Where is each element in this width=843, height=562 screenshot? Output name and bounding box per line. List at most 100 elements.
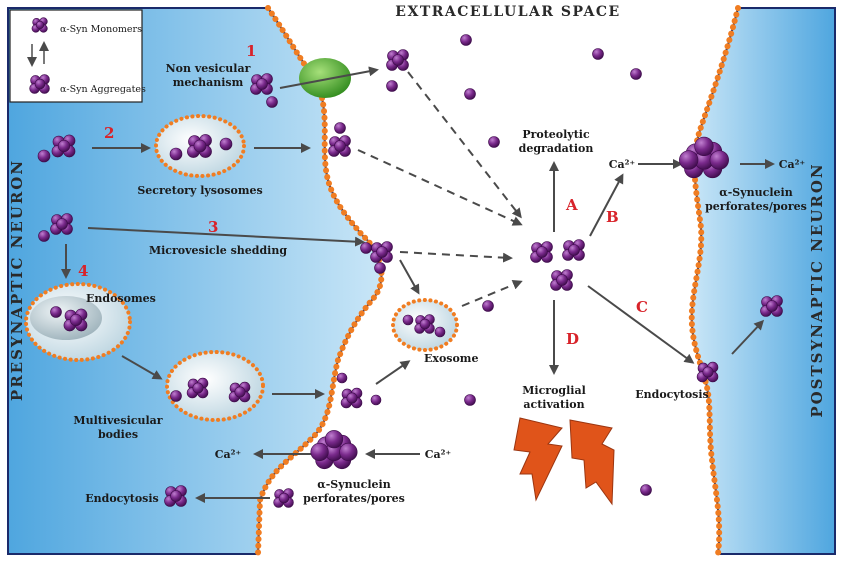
pores-pre-label-1: α-Synuclein [317, 478, 390, 491]
arrow-microvesicle-to-exosome [399, 259, 420, 295]
monomer-sphere [360, 242, 372, 254]
aggregate-sphere [56, 218, 68, 230]
postsynaptic-neuron-label: POSTSYNAPTIC NEURON [808, 162, 826, 417]
ca-pre-right-label: Ca²⁺ [425, 448, 452, 461]
arrow-to-exosome-out [375, 360, 411, 385]
aggregate-sphere [35, 20, 45, 30]
monomer-sphere [386, 80, 398, 92]
step-B: B [606, 208, 619, 226]
aggregate-microvesicle [370, 241, 393, 263]
step-C: C [636, 298, 648, 316]
monomer-sphere [630, 68, 642, 80]
aggregate-3-source [50, 213, 73, 235]
monomer-sphere [482, 300, 494, 312]
multivesicular-body [165, 350, 265, 422]
aggregate-sphere [709, 150, 729, 170]
aggregate-sphere [392, 54, 404, 66]
ca-pre-left-label: Ca²⁺ [215, 448, 242, 461]
monomer-sphere [38, 230, 50, 242]
multivesicular-label-1: Multivesicular [73, 414, 162, 427]
aggregate-lysosome-out [328, 135, 351, 157]
aggregate-np-1 [250, 73, 273, 95]
monomer-sphere [169, 147, 183, 161]
aggregate-center-b [562, 239, 585, 261]
aggregate-sphere [170, 490, 182, 502]
aggregate-mvb-right [228, 381, 251, 403]
monomer-sphere [592, 48, 604, 60]
legend-monomer-cluster [31, 17, 48, 33]
step-A: A [565, 196, 578, 214]
monomer-sphere [336, 372, 348, 384]
aggregate-sphere [346, 392, 358, 404]
ca-post-label: Ca²⁺ [779, 158, 806, 171]
presynaptic-neuron-label: PRESYNAPTIC NEURON [8, 159, 26, 401]
arrow-dashed-2 [357, 149, 523, 226]
secretory-lysosomes-label: Secretory lysosomes [137, 184, 262, 197]
monomer-sphere [460, 34, 472, 46]
aggregate-pore-pre [310, 430, 358, 470]
proteolytic-label-2: degradation [519, 142, 594, 155]
aggregate-sphere [278, 492, 290, 504]
aggregate-sphere [679, 150, 699, 170]
step-1: 1 [246, 42, 256, 60]
microglial-label-2: activation [523, 398, 584, 411]
aggregate-endocytosis-post [696, 361, 719, 383]
aggregate-clusters [50, 49, 783, 508]
microvesicle-shedding-label: Microvesicle shedding [149, 244, 287, 257]
arrow-dashed-1 [407, 71, 522, 219]
aggregate-sphere [339, 442, 358, 462]
arrow-dashed-4 [461, 280, 523, 307]
aggregate-sphere [376, 246, 388, 258]
aggregate-center-a [530, 241, 553, 263]
monomer-sphere [488, 136, 500, 148]
aggregate-exosome [414, 314, 435, 334]
step-4: 4 [78, 262, 88, 280]
endocytosis-post-label: Endocytosis [635, 388, 708, 401]
exosome-label: Exosome [424, 352, 478, 365]
monomer-sphere [50, 306, 62, 318]
aggregate-endosome [63, 308, 88, 332]
monomer-sphere [219, 137, 233, 151]
endosomes-label: Endosomes [86, 292, 156, 305]
proteolytic-label-1: Proteolytic [522, 128, 590, 141]
legend: α-Syn Monomers α-Syn Aggregates [9, 9, 146, 103]
monomer-sphere [370, 394, 382, 406]
aggregate-sphere [694, 136, 714, 157]
step-3: 3 [208, 218, 218, 236]
monomer-sphere [266, 96, 278, 108]
microglia-right [569, 419, 615, 506]
monomer-sphere [374, 262, 386, 274]
monomer-sphere [37, 149, 51, 163]
aggregate-sphere [536, 246, 548, 258]
aggregate-np-out [386, 49, 409, 71]
aggregate-mvb-out [340, 387, 363, 409]
postsynaptic-membrane [688, 5, 741, 557]
pores-post-label-1: α-Synuclein [719, 186, 792, 199]
pores-pre-label-2: perforates/pores [303, 492, 405, 505]
aggregate-sphere [57, 139, 71, 153]
arrow-3-microvesicle [87, 227, 365, 247]
pores-post-label-2: perforates/pores [705, 200, 807, 213]
aggregate-2-source [51, 134, 76, 158]
legend-aggregate-cluster [29, 74, 50, 94]
microglial-label-1: Microglial [522, 384, 586, 397]
aggregate-post-inside [760, 295, 783, 317]
aggregate-sphere [568, 244, 580, 256]
aggregate-center-c [550, 269, 573, 291]
aggregate-sphere [334, 140, 346, 152]
aggregate-endocytosis-pre-vesicle [273, 488, 294, 508]
aggregate-sphere [310, 442, 329, 462]
aggregate-sphere [234, 386, 246, 398]
monomer-sphere [170, 390, 182, 402]
non-vesicular-label-1: Non vesicular [166, 62, 251, 75]
arrow-C-endocytosis [587, 285, 695, 364]
arrow-B-calcium [589, 173, 624, 237]
extracellular-space-title: EXTRACELLULAR SPACE [395, 4, 620, 20]
arrow-endosome-to-mvb [121, 355, 163, 380]
arrows [61, 66, 775, 503]
aggregate-lysosome [187, 134, 212, 158]
monomers [37, 34, 652, 496]
aggregate-sphere [192, 382, 204, 394]
